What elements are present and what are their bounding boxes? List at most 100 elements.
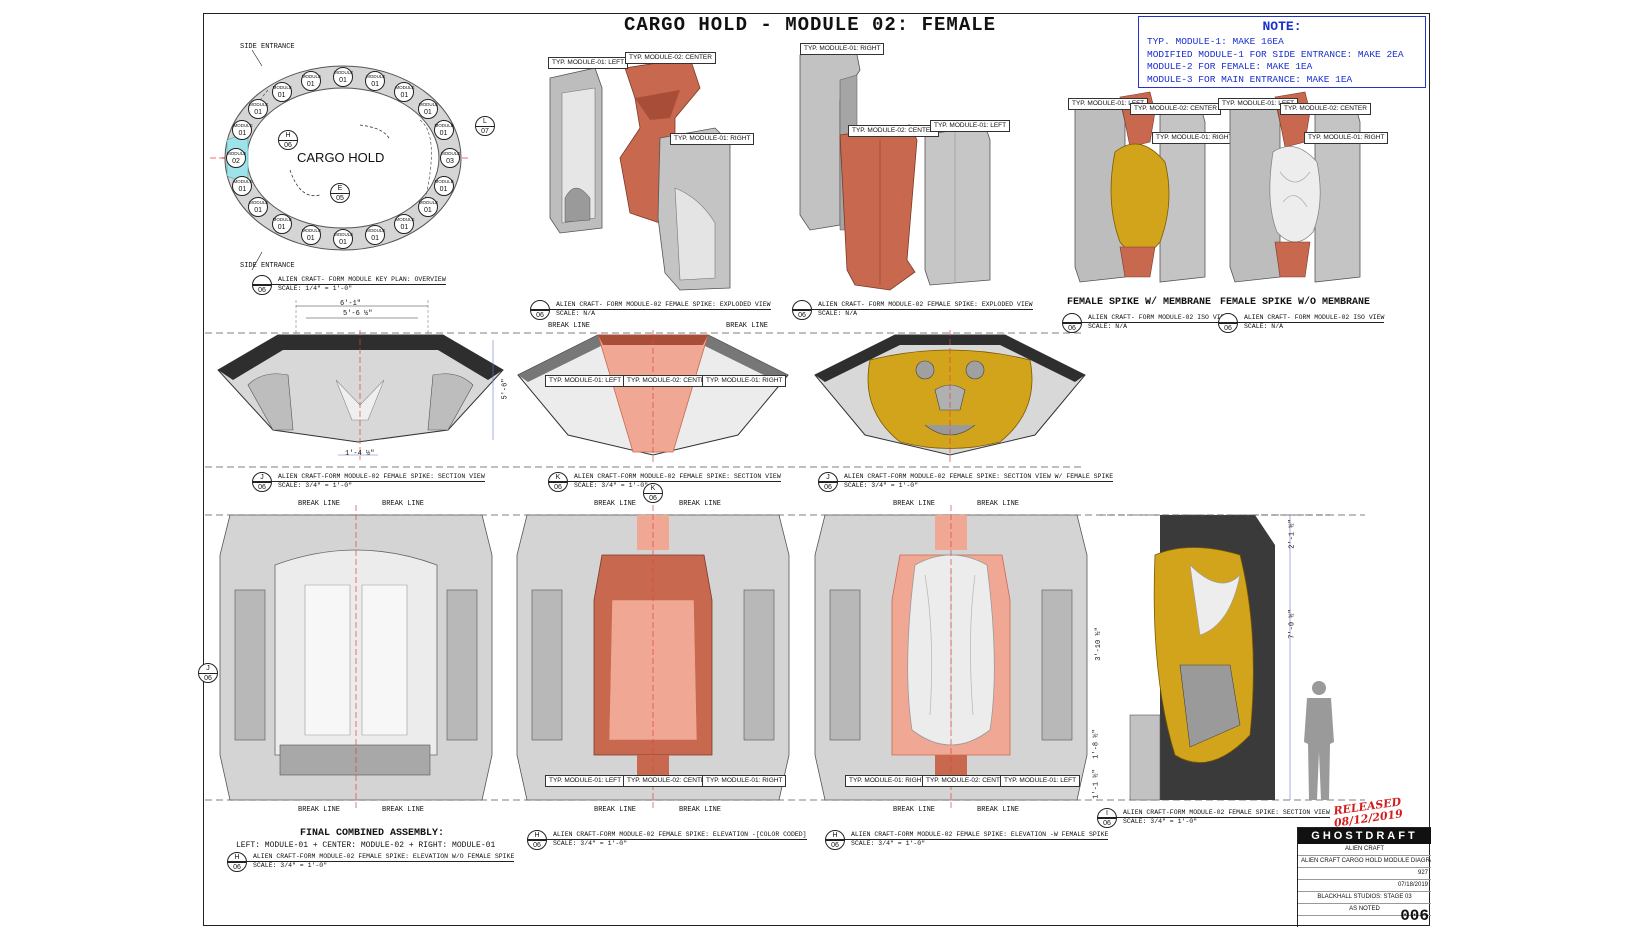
note-line: TYP. MODULE-1: MAKE 16EA (1147, 36, 1284, 47)
dimension-label: 2'-1 ½" (1288, 519, 1297, 549)
studio-name: BLACKHALL STUDIOS: STAGE 03 (1298, 892, 1431, 904)
iso-view-2-caption: ALIEN CRAFT- FORM MODULE-02 ISO VIEW SCA… (1218, 314, 1385, 331)
dimension-label: 5'-6 ½" (343, 310, 373, 318)
dimension-label: 1'-1 ½" (1092, 769, 1101, 799)
module-right-tag: TYP. MODULE-01: RIGHT (702, 775, 787, 787)
elevation-3-drawing (814, 505, 1088, 810)
module-right-tag: TYP. MODULE-01: LEFT (1000, 775, 1081, 787)
iso-view-1-heading: FEMALE SPIKE W/ MEMBRANE (1067, 297, 1212, 308)
exploded-view-2-drawing (799, 44, 991, 291)
break-line-label: BREAK LINE (679, 500, 722, 508)
key-plan-caption: ALIEN CRAFT- FORM MODULE KEY PLAN: OVERV… (252, 276, 446, 293)
section-view-2-caption: ALIEN CRAFT-FORM MODULE-02 FEMALE SPIKE:… (548, 473, 781, 490)
side-entrance-bottom-label: SIDE ENTRANCE (240, 262, 295, 270)
note-line: MODULE-3 FOR MAIN ENTRANCE: MAKE 1EA (1147, 73, 1353, 85)
ghostdraft-logo: GHOSTDRAFT (1298, 828, 1431, 844)
module-left-tag: TYP. MODULE-01: LEFT (545, 375, 626, 387)
sheet-title: CARGO HOLD - MODULE 02: FEMALE (623, 14, 997, 36)
section-view-3-caption: ALIEN CRAFT-FORM MODULE-02 FEMALE SPIKE:… (818, 473, 1114, 490)
cargo-hold-label: CARGO HOLD (297, 150, 385, 165)
break-line-label: BREAK LINE (977, 500, 1020, 508)
break-line-label: BREAK LINE (382, 806, 425, 814)
iso-view-2-heading: FEMALE SPIKE W/O MEMBRANE (1220, 297, 1371, 308)
module-right-tag: TYP. MODULE-01: RIGHT (800, 43, 885, 55)
dimension-label: 1'-4 ½" (345, 450, 375, 458)
break-line-label: BREAK LINE (382, 500, 425, 508)
break-line-label: BREAK LINE (726, 322, 769, 330)
elevation-2-drawing (516, 505, 790, 810)
module-right-tag: TYP. MODULE-01: RIGHT (1152, 132, 1237, 144)
key-plan-drawing (210, 49, 470, 271)
side-entrance-top-label: SIDE ENTRANCE (240, 43, 295, 51)
elevation-3-caption: ALIEN CRAFT-FORM MODULE-02 FEMALE SPIKE:… (825, 831, 1109, 848)
module-left-tag: TYP. MODULE-01: RIGHT (845, 775, 930, 787)
sheet-code: 927 (1298, 868, 1431, 880)
break-line-label: BREAK LINE (977, 806, 1020, 814)
caption-bubble: 06 (792, 300, 812, 320)
caption-bubble: 06 (252, 275, 272, 295)
module-left-tag: TYP. MODULE-01: LEFT (548, 57, 629, 69)
scale-note: AS NOTED (1298, 904, 1431, 916)
assembly-line: LEFT: MODULE-01 + CENTER: MODULE-02 + RI… (236, 841, 496, 850)
caption-bubble: 06 (530, 300, 550, 320)
caption-bubble: 06 (1218, 313, 1238, 333)
exploded-view-1-caption: ALIEN CRAFT- FORM MODULE-02 FEMALE SPIKE… (530, 301, 771, 318)
dimension-label: 5'-6" (501, 378, 510, 400)
sheet-number: 006 (1400, 907, 1429, 925)
elevation-2-caption: ALIEN CRAFT-FORM MODULE-02 FEMALE SPIKE:… (527, 831, 807, 848)
assembly-title: FINAL COMBINED ASSEMBLY: (300, 828, 445, 839)
project-name: ALIEN CRAFT (1298, 844, 1431, 856)
note-box: NOTE: TYP. MODULE-1: MAKE 16EA MODIFIED … (1138, 16, 1426, 88)
section-view-1-caption: ALIEN CRAFT-FORM MODULE-02 FEMALE SPIKE:… (252, 473, 485, 490)
section-view-1-drawing (217, 300, 504, 460)
break-line-label: BREAK LINE (594, 806, 637, 814)
module-left-tag: TYP. MODULE-01: LEFT (930, 120, 1011, 132)
iso-view-2-drawing (1229, 91, 1361, 283)
human-scale-figure (1304, 681, 1334, 800)
module-center-tag: TYP. MODULE-02: CENTER (1130, 103, 1221, 115)
drawing-date: 07/18/2019 (1298, 880, 1431, 892)
dimension-label: 6'-1" (340, 300, 362, 308)
note-line: MODIFIED MODULE-1 FOR SIDE ENTRANCE: MAK… (1147, 48, 1404, 60)
note-line: MODULE-2 FOR FEMALE: MAKE 1EA (1147, 61, 1313, 72)
module-center-tag: TYP. MODULE-02: CENTER (623, 375, 714, 387)
module-center-tag: TYP. MODULE-02: CENTER (1280, 103, 1371, 115)
dimension-label: 7'-0 ½" (1288, 609, 1297, 639)
exploded-view-2-caption: ALIEN CRAFT- FORM MODULE-02 FEMALE SPIKE… (792, 301, 1033, 318)
module-center-tag: TYP. MODULE-02: CENTER (625, 52, 716, 64)
elevation-1-caption: ALIEN CRAFT-FORM MODULE-02 FEMALE SPIKE:… (227, 853, 515, 870)
note-heading: NOTE: (1262, 19, 1302, 34)
title-block: GHOSTDRAFT ALIEN CRAFT ALIEN CRAFT CARGO… (1297, 827, 1431, 927)
caption-bubble: 06 (1062, 313, 1082, 333)
break-line-label: BREAK LINE (298, 500, 341, 508)
elevation-1-drawing (219, 505, 493, 810)
module-center-tag: TYP. MODULE-02: CENTER (623, 775, 714, 787)
module-right-tag: TYP. MODULE-01: RIGHT (670, 133, 755, 145)
break-line-label: BREAK LINE (893, 500, 936, 508)
